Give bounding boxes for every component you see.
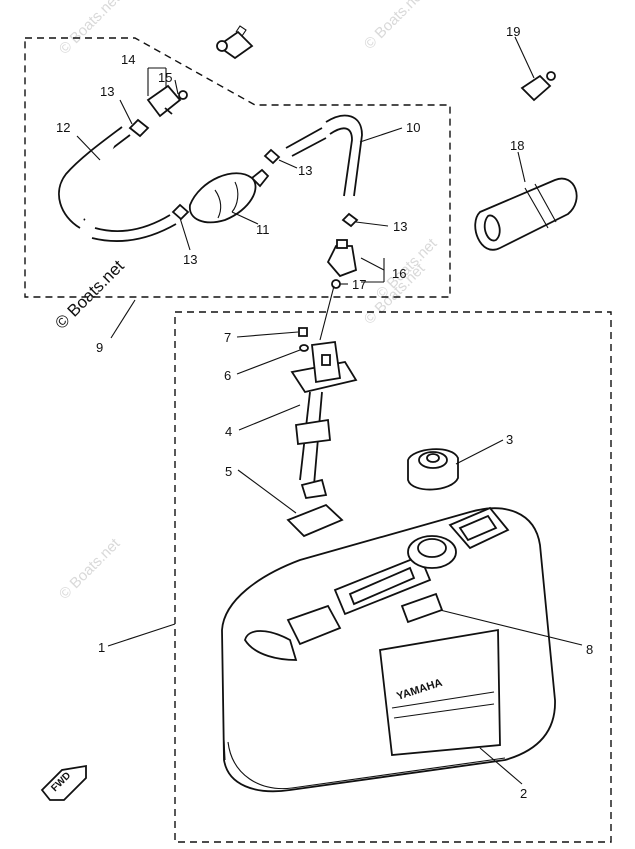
forward-direction-arrow: FWD — [40, 764, 87, 801]
watermark-fuel-line-box: © Boats.net — [51, 256, 128, 333]
callout-17: 17 — [352, 277, 366, 292]
callout-12: 12 — [56, 120, 70, 135]
screw-part — [298, 327, 308, 337]
tank-connector-part — [146, 84, 188, 118]
callout-14: 14 — [121, 52, 135, 67]
callout-13a: 13 — [100, 84, 114, 99]
fuel-tank-assembly-boundary — [174, 311, 612, 843]
callout-1: 1 — [98, 640, 105, 655]
gasket-part — [286, 503, 344, 538]
hose-clamp-part-d — [341, 212, 359, 228]
fuel-hose-right-part — [285, 114, 363, 197]
fuel-tank-body-part: YAMAHA — [221, 506, 556, 793]
callout-19: 19 — [506, 24, 520, 39]
callout-7: 7 — [224, 330, 231, 345]
callout-2: 2 — [520, 786, 527, 801]
washer-part — [299, 344, 309, 352]
fitting-part-19 — [520, 71, 556, 102]
callout-13d: 13 — [393, 219, 407, 234]
callout-18: 18 — [510, 138, 524, 153]
hose-clamp-part-c — [171, 203, 190, 221]
callout-3: 3 — [506, 432, 513, 447]
callout-6: 6 — [224, 368, 231, 383]
callout-16: 16 — [392, 266, 406, 281]
fuel-line-assembly-boundary — [24, 37, 451, 298]
fuel-hose-left-part — [58, 126, 177, 242]
callout-4: 4 — [225, 424, 232, 439]
callout-leader-lines — [76, 36, 583, 785]
hose-clamp-part-b — [263, 148, 281, 165]
watermark-left: © Boats.net — [56, 535, 124, 603]
callout-9: 9 — [96, 340, 103, 355]
primer-bulb-part — [189, 168, 270, 224]
callout-5: 5 — [225, 464, 232, 479]
callout-13c: 13 — [183, 252, 197, 267]
callout-13b: 13 — [298, 163, 312, 178]
hose-clamp-part-a — [128, 118, 150, 138]
fuel-pickup-gauge-part — [290, 340, 358, 500]
watermark-top-right: © Boats.net — [361, 0, 429, 53]
callout-11: 11 — [256, 222, 270, 237]
fuel-gauge-cover-part — [474, 177, 578, 251]
engine-side-connector-part — [216, 25, 254, 60]
fuel-cap-part — [407, 448, 459, 491]
watermark-top-left: © Boats.net — [56, 0, 124, 58]
callout-8: 8 — [586, 642, 593, 657]
callout-10: 10 — [406, 120, 420, 135]
callout-15: 15 — [158, 70, 172, 85]
